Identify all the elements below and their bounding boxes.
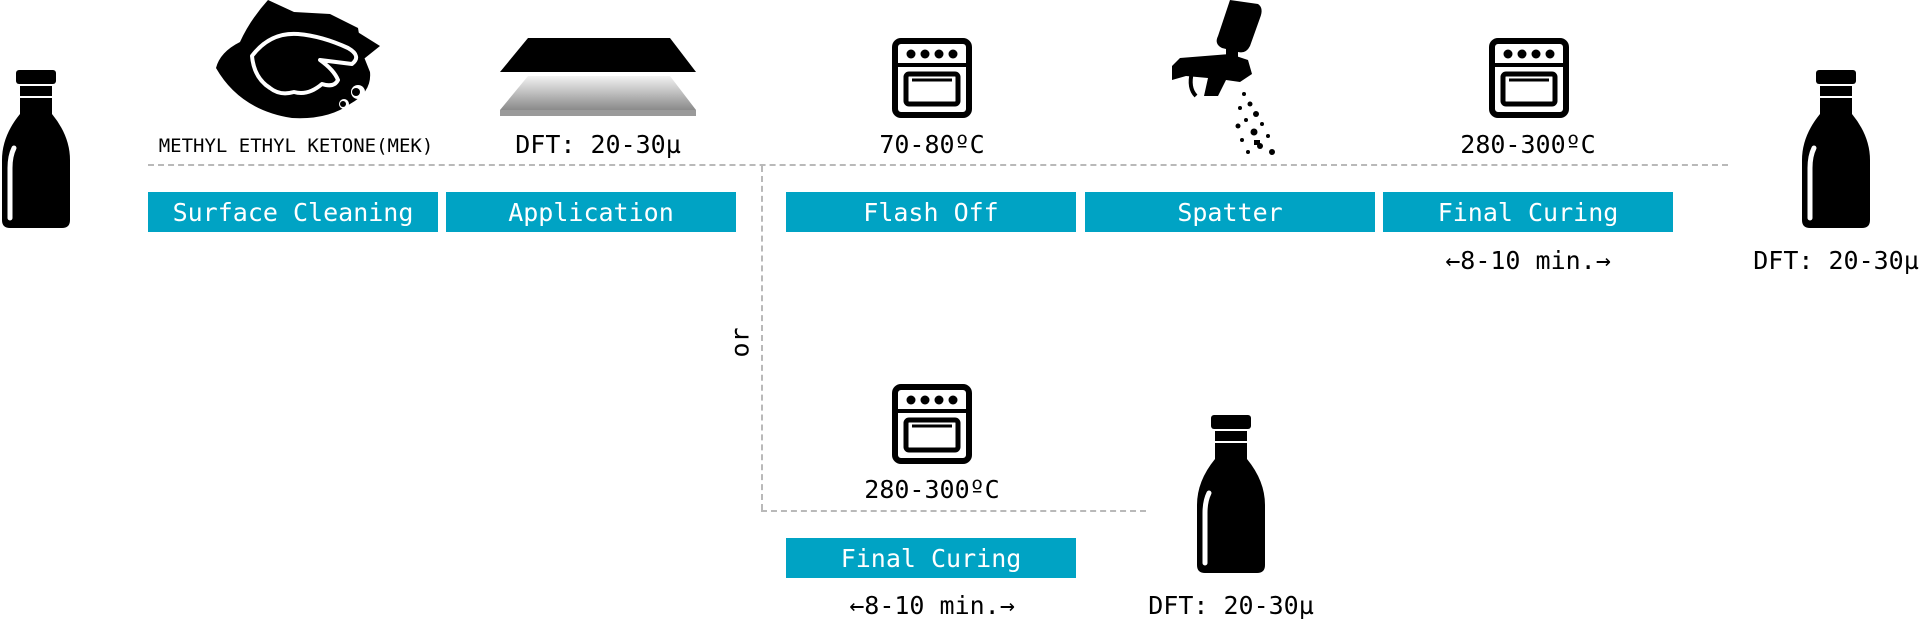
wiping-hand-icon (216, 0, 380, 119)
alt-dft-label: DFT: 20-30µ (1148, 591, 1314, 620)
main-timeline (148, 164, 1728, 166)
alt-curing-duration: ←8-10 min.→ (849, 591, 1015, 620)
final-dft-label: DFT: 20-30µ (1753, 246, 1919, 275)
oven-icon (892, 384, 972, 464)
step-spatter: Spatter (1085, 192, 1375, 232)
bottle-icon (0, 70, 72, 230)
application-caption: DFT: 20-30µ (515, 130, 681, 159)
bottle-icon (1800, 70, 1872, 230)
oven-icon (1489, 38, 1569, 118)
spray-gun-icon (1172, 0, 1275, 155)
bottle-icon (1195, 415, 1267, 575)
final-curing-duration: ←8-10 min.→ (1445, 246, 1611, 275)
step-application: Application (446, 192, 736, 232)
cleaning-caption: METHYL ETHYL KETONE(MEK) (158, 135, 434, 157)
step-final-curing: Final Curing (1383, 192, 1673, 232)
coating-layer-icon (500, 38, 696, 116)
alt-curing-caption: 280-300ºC (864, 475, 1000, 504)
branch-connector-horizontal (761, 510, 1146, 512)
flash-off-caption: 70-80ºC (879, 130, 985, 159)
oven-icon (892, 38, 972, 118)
final-curing-caption: 280-300ºC (1460, 130, 1596, 159)
step-surface-cleaning: Surface Cleaning (148, 192, 438, 232)
step-flash-off: Flash Off (786, 192, 1076, 232)
branch-or-label: or (725, 327, 755, 358)
branch-connector-vertical (761, 166, 763, 510)
alt-step-final-curing: Final Curing (786, 538, 1076, 578)
